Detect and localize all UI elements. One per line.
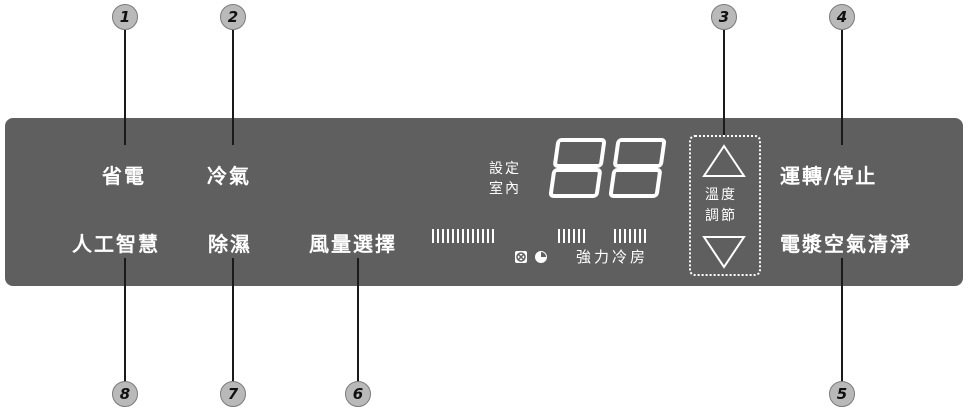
- leader-line-1: [124, 30, 126, 145]
- up-triangle-icon[interactable]: [701, 143, 747, 179]
- callout-7: 7: [220, 381, 246, 407]
- leader-line-4: [841, 30, 843, 145]
- leader-line-5: [841, 258, 843, 382]
- leader-line-3: [723, 30, 725, 137]
- down-triangle-icon[interactable]: [701, 234, 747, 270]
- plasma-clean-button[interactable]: 電漿空氣清淨: [780, 232, 912, 256]
- callout-4: 4: [829, 4, 855, 30]
- callout-8: 8: [112, 381, 138, 407]
- callout-1: 1: [112, 4, 138, 30]
- leader-line-2: [232, 30, 234, 145]
- dehumidify-button[interactable]: 除濕: [208, 232, 252, 256]
- run-stop-button[interactable]: 運轉/停止: [780, 164, 878, 188]
- temp-label-top: 溫度: [705, 187, 737, 203]
- clock-icon: [535, 251, 547, 263]
- digit-2: [608, 138, 667, 198]
- save-power-button[interactable]: 省電: [102, 164, 146, 188]
- room-label: 室內: [489, 181, 521, 197]
- control-panel: [5, 118, 963, 286]
- leader-line-7: [232, 258, 234, 382]
- callout-5: 5: [829, 381, 855, 407]
- fan-level-bars-mid: [558, 229, 585, 243]
- set-label: 設定: [489, 161, 521, 177]
- temp-label-bottom: 調節: [705, 208, 737, 224]
- callout-6: 6: [345, 381, 371, 407]
- cool-mode-button[interactable]: 冷氣: [207, 164, 251, 188]
- ai-mode-button[interactable]: 人工智慧: [72, 232, 160, 256]
- leader-line-6: [357, 258, 359, 382]
- callout-2: 2: [220, 4, 246, 30]
- fan-select-button[interactable]: 風量選擇: [309, 232, 397, 256]
- leader-line-8: [124, 258, 126, 382]
- temperature-digits: 88: [543, 136, 545, 137]
- temperature-display: 88: [543, 136, 667, 198]
- temperature-adjust-box: [689, 135, 761, 276]
- fan-level-bars-high: [614, 229, 646, 243]
- fan-level-bars: [432, 229, 494, 243]
- cross-circle-icon: [515, 251, 527, 263]
- powerful-mode-label: 強力冷房: [576, 248, 649, 266]
- digit-1: [548, 138, 607, 198]
- callout-3: 3: [711, 4, 737, 30]
